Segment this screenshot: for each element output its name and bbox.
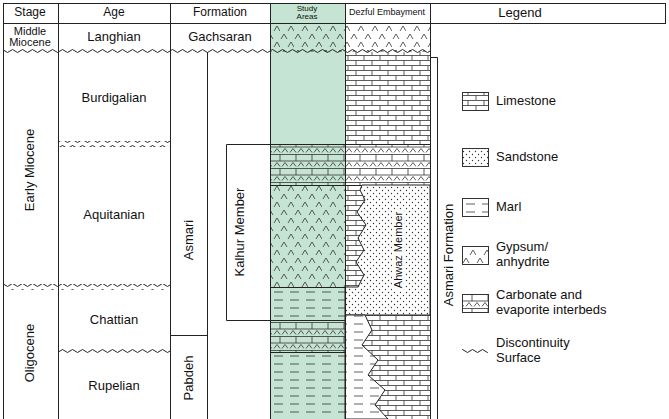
stage-label: Early Miocene: [23, 129, 37, 211]
limestone-fill: [345, 52, 430, 144]
gypsum-fill: [270, 185, 345, 287]
interbed-fill: [270, 320, 345, 352]
gypsum-swatch: [463, 247, 489, 265]
formation-bracket: [430, 58, 438, 419]
discontinuity-swatch: [462, 348, 488, 354]
age-label: Aquitanian: [83, 208, 144, 222]
discontinuity-line: [3, 49, 430, 55]
discontinuity-line: [58, 141, 170, 147]
header-cell: Age: [103, 6, 124, 19]
legend-label: Sandstone: [496, 150, 621, 165]
interbed-swatch: [463, 295, 489, 313]
gypsum-fill: [270, 23, 345, 52]
marl-fill: [270, 352, 345, 419]
legend-label: Carbonate and evaporite interbeds: [496, 288, 621, 318]
header-cell: Study Areas: [287, 5, 327, 21]
formation-bracket: [170, 52, 208, 419]
member-label: Kalhur Member: [233, 188, 247, 277]
discontinuity-line: [3, 284, 170, 290]
limestone-fill: [345, 185, 430, 419]
age-label: Langhian: [87, 30, 141, 44]
formation-label: Pabdeh: [182, 356, 196, 401]
stage-label: Oligocene: [23, 324, 37, 383]
sandstone-base: [345, 185, 430, 315]
interbed-fill: [345, 144, 430, 185]
study-band: [270, 3, 345, 419]
gypsum-fill: [345, 23, 430, 52]
header-cell: Stage: [14, 6, 45, 19]
sandstone-body: [345, 185, 430, 315]
formation-label: Asmari: [182, 220, 196, 260]
marl-swatch: [463, 199, 489, 217]
header-cell: Formation: [193, 6, 247, 19]
member-label: Ahwaz Member: [392, 210, 404, 290]
discontinuity-line: [58, 349, 170, 355]
table-rule: [4, 3, 666, 419]
legend-label: Gypsum/ anhydrite: [496, 240, 571, 270]
header-cell: Legend: [498, 6, 541, 20]
table-rule: [3, 4, 666, 24]
interbed-fill: [270, 144, 345, 185]
stage-label: Middle Miocene: [5, 26, 55, 48]
age-label: Rupelian: [88, 379, 139, 393]
legend-label: Marl: [496, 200, 621, 215]
member-region: Ahwaz Member: [370, 192, 426, 308]
sandstone-swatch: [463, 149, 489, 167]
legend-label: Limestone: [496, 94, 621, 109]
legend-label: Discontinuity Surface: [496, 336, 586, 366]
header-cell: Dezful Embayment: [349, 8, 425, 18]
marl-fill: [270, 287, 345, 320]
member-bracket: [227, 145, 271, 321]
marl-base: [345, 315, 388, 419]
limestone-swatch: [463, 93, 489, 111]
lithology-boundary: [270, 145, 430, 353]
bracket-label: Asmari Formation: [442, 204, 456, 307]
age-label: Burdigalian: [81, 91, 146, 105]
age-label: Chattian: [90, 313, 138, 327]
marl-body: [345, 315, 388, 419]
formation-label: Gachsaran: [188, 30, 252, 44]
